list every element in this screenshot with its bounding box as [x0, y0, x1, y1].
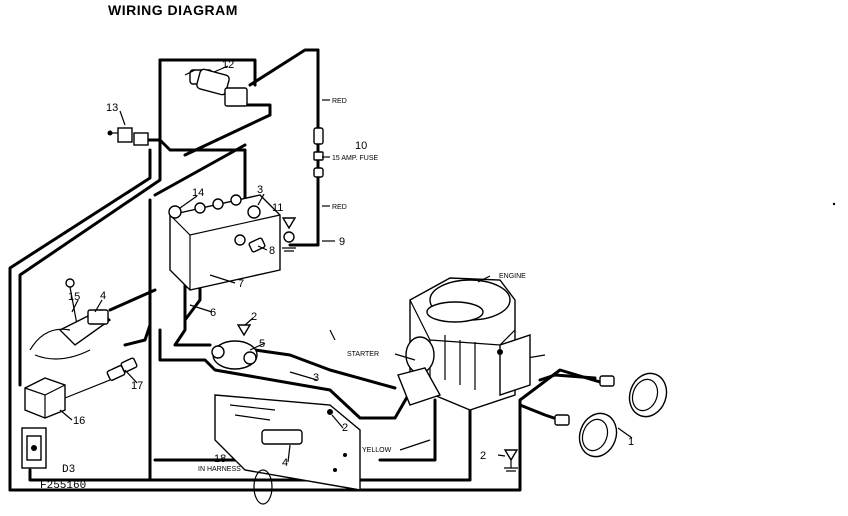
callout-9: 9 — [339, 236, 345, 248]
key-switch-12 — [184, 68, 248, 107]
callout-4-control: 4 — [100, 290, 106, 302]
callout-3-battery: 3 — [257, 184, 263, 196]
ground-bolt-11 — [281, 217, 297, 252]
diagram-title: WIRING DIAGRAM — [108, 2, 238, 18]
leader-lines — [59, 65, 633, 463]
callout-5: 5 — [259, 338, 265, 350]
callout-15: 15 — [68, 291, 80, 303]
code-d3: D3 — [62, 464, 75, 476]
callout-6: 6 — [210, 307, 216, 319]
label-red-top: RED — [332, 98, 347, 105]
label-fuse: 15 AMP. FUSE — [332, 155, 379, 162]
wire-harness — [8, 48, 612, 492]
mounting-plate-18 — [214, 394, 361, 505]
callout-2-ground: 2 — [480, 450, 486, 462]
callout-2-plate: 2 — [342, 422, 348, 434]
callout-13: 13 — [106, 102, 118, 114]
callout-2-solenoid: 2 — [251, 311, 257, 323]
label-yellow: YELLOW — [362, 447, 392, 454]
bolt-8 — [248, 237, 266, 253]
callout-14: 14 — [192, 187, 204, 199]
headlight-lower-1 — [554, 412, 618, 458]
callout-3-cable: 3 — [313, 372, 319, 384]
control-15 — [29, 278, 112, 360]
ground-bolt-2 — [503, 449, 519, 472]
callout-11: 11 — [272, 202, 283, 214]
callout-18: 18 — [214, 453, 226, 465]
light-switch-13 — [107, 127, 149, 146]
fuse-10 — [313, 127, 324, 178]
label-in-harness: IN HARNESS — [198, 466, 241, 473]
label-starter: STARTER — [347, 351, 379, 358]
label-engine: ENGINE — [499, 273, 526, 280]
part-number: F255160 — [40, 480, 86, 492]
callout-10: 10 — [355, 140, 367, 152]
headlight-upper-1 — [599, 372, 668, 418]
outlet-d3 — [21, 427, 47, 469]
label-red-mid: RED — [332, 204, 347, 211]
engine — [397, 277, 531, 411]
callout-8: 8 — [269, 245, 275, 257]
callout-17: 17 — [131, 380, 143, 392]
starter-solenoid-5 — [211, 324, 258, 370]
module-16 — [24, 377, 111, 419]
callout-4-plate: 4 — [282, 457, 288, 469]
callout-7: 7 — [238, 278, 244, 290]
battery-7 — [168, 194, 281, 291]
callout-1: 1 — [628, 436, 634, 448]
callout-12: 12 — [222, 59, 234, 71]
connector-17 — [106, 357, 138, 381]
callout-16: 16 — [73, 415, 85, 427]
